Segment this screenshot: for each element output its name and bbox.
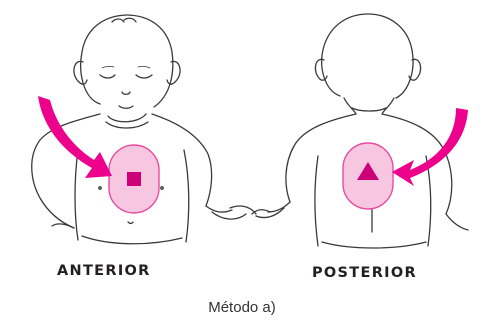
curved-arrow-icon bbox=[38, 96, 112, 178]
method-caption: Método a) bbox=[0, 300, 484, 315]
square-marker-icon bbox=[127, 172, 141, 186]
posterior-label: POSTERIOR bbox=[312, 266, 417, 281]
anterior-label: ANTERIOR bbox=[57, 264, 151, 279]
infant-back-figure bbox=[252, 14, 468, 248]
